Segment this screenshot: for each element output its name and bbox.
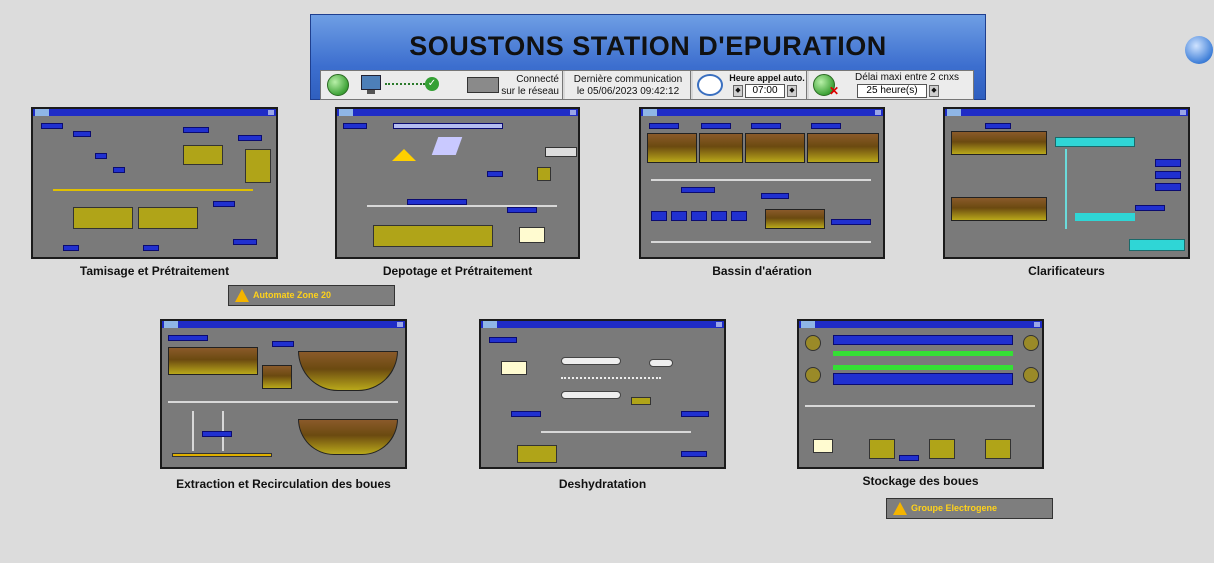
check-icon: ✓ bbox=[425, 77, 439, 91]
connection-status-line2: sur le réseau bbox=[501, 86, 559, 97]
zone-thumbnail-clarificateurs[interactable] bbox=[943, 107, 1190, 259]
cancel-icon: ✕ bbox=[829, 84, 840, 98]
link-line-icon bbox=[385, 83, 425, 85]
clock-icon bbox=[697, 74, 723, 96]
zone-label-extraction[interactable]: Extraction et Recirculation des boues bbox=[176, 477, 391, 491]
auto-call-decrement[interactable]: ◆ bbox=[733, 85, 743, 97]
warning-icon bbox=[893, 502, 907, 515]
zone-thumbnail-depotage[interactable] bbox=[335, 107, 580, 259]
zone-label-tamisage[interactable]: Tamisage et Prétraitement bbox=[79, 264, 230, 278]
auto-call-segment: Heure appel auto. ◆ 07:00 ◆ bbox=[693, 71, 807, 99]
auto-call-label: Heure appel auto. bbox=[729, 73, 805, 83]
computer-stand-icon bbox=[367, 90, 375, 94]
max-delay-spinner[interactable]: ◆ bbox=[929, 85, 939, 97]
alarm-label: Automate Zone 20 bbox=[253, 290, 332, 300]
zone-label-stockage[interactable]: Stockage des boues bbox=[862, 474, 979, 488]
auto-call-increment[interactable]: ◆ bbox=[787, 85, 797, 97]
timer-reset-icon[interactable] bbox=[813, 74, 835, 96]
alarm-automate-zone-20[interactable]: Automate Zone 20 bbox=[228, 285, 395, 306]
max-delay-segment: ✕ Délai maxi entre 2 cnxs 25 heure(s) ◆ bbox=[809, 71, 973, 99]
connection-segment: ✓ Connecté sur le réseau bbox=[321, 71, 563, 99]
status-bar: ✓ Connecté sur le réseau Dernière commun… bbox=[320, 70, 974, 100]
zone-thumbnail-deshydratation[interactable] bbox=[479, 319, 726, 469]
max-delay-label: Délai maxi entre 2 cnxs bbox=[855, 72, 959, 83]
refresh-icon[interactable] bbox=[327, 74, 349, 96]
zone-thumbnail-tamisage[interactable] bbox=[31, 107, 278, 259]
plc-icon bbox=[467, 77, 499, 93]
warning-icon bbox=[235, 289, 249, 302]
zone-label-clarificateurs[interactable]: Clarificateurs bbox=[1028, 264, 1105, 278]
last-comm-segment: Dernière communication le 05/06/2023 09:… bbox=[565, 71, 691, 99]
page-title: SOUSTONS STATION D'EPURATION bbox=[409, 31, 887, 61]
connection-status-line1: Connecté bbox=[516, 74, 559, 85]
alarm-groupe-electrogene[interactable]: Groupe Electrogene bbox=[886, 498, 1053, 519]
zone-label-depotage[interactable]: Depotage et Prétraitement bbox=[382, 264, 533, 278]
alarm-label: Groupe Electrogene bbox=[911, 503, 998, 513]
auto-call-input[interactable]: 07:00 bbox=[745, 84, 785, 98]
zone-thumbnail-extraction[interactable] bbox=[160, 319, 407, 469]
exit-icon[interactable] bbox=[1185, 36, 1213, 64]
zone-thumbnail-stockage[interactable] bbox=[797, 319, 1044, 469]
zone-thumbnail-bassin[interactable] bbox=[639, 107, 885, 259]
zone-label-bassin[interactable]: Bassin d'aération bbox=[712, 264, 812, 278]
max-delay-input[interactable]: 25 heure(s) bbox=[857, 84, 927, 98]
last-comm-value: le 05/06/2023 09:42:12 bbox=[576, 86, 680, 97]
computer-icon bbox=[361, 75, 381, 90]
zone-label-deshydratation[interactable]: Deshydratation bbox=[558, 477, 647, 491]
last-comm-label: Dernière communication bbox=[573, 74, 683, 85]
